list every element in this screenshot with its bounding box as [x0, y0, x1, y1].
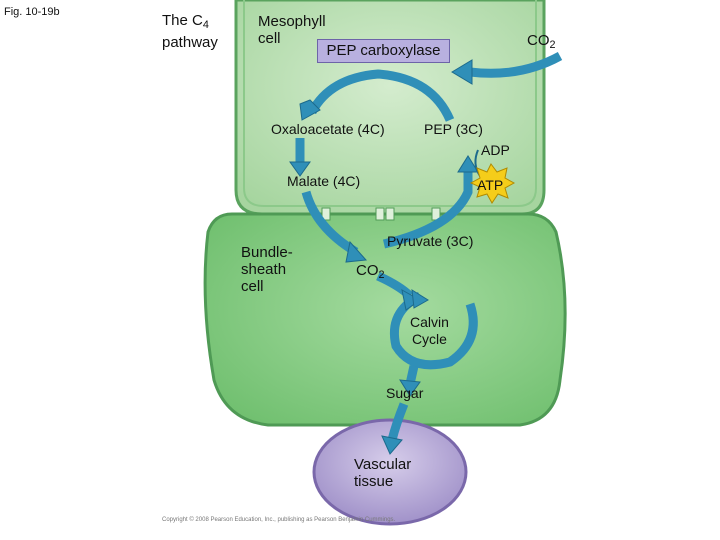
mesophyll-line2: cell [258, 30, 281, 47]
bundle-sheath-cell [203, 212, 567, 427]
pep-label: PEP (3C) [424, 121, 483, 137]
vascular-line1: Vascular [354, 456, 412, 473]
calvin-cycle-arrow [389, 291, 478, 370]
calvin-cycle-label: Calvin Cycle [410, 314, 449, 348]
arrowhead-vascular [381, 435, 403, 455]
diagram-title: The C4 pathway [162, 12, 218, 51]
pep-to-oxaloacetate-arrow [308, 69, 455, 122]
vascular-line2: tissue [354, 473, 394, 490]
arrowhead-oxaloacetate [299, 99, 321, 121]
title-subscript: 4 [202, 19, 209, 32]
adp-label: ADP [481, 142, 510, 158]
title-line1: The C [162, 12, 203, 29]
pyruvate-label: Pyruvate (3C) [387, 233, 474, 249]
atp-burst [469, 163, 516, 204]
malate-label: Malate (4C) [287, 173, 361, 189]
oxaloacetate-label: Oxaloacetate (4C) [271, 121, 385, 137]
arrowhead-pep [457, 155, 479, 173]
vascular-tissue-label: Vascular tissue [354, 456, 411, 490]
mesophyll-cell-label: Mesophyll cell [258, 13, 326, 47]
calvin-line2: Cycle [411, 331, 447, 347]
bundle-sheath-cell-label: Bundle- sheath cell [241, 244, 293, 295]
bundle-line3: cell [241, 278, 264, 295]
pep-carboxylase-enzyme: PEP carboxylase [317, 39, 450, 63]
arrowhead-calvin-cycle [411, 289, 429, 309]
mesophyll-wall [243, 0, 537, 207]
co2-top-subscript: 2 [549, 39, 556, 52]
calvin-line1: Calvin [410, 314, 449, 330]
title-line2: pathway [162, 34, 218, 52]
pyruvate-to-pep-arrow [382, 170, 473, 249]
co2-mid-subscript: 2 [378, 269, 385, 282]
bundle-line2: sheath [241, 261, 287, 278]
arrowhead-sugar [399, 379, 421, 397]
atp-label: ATP [477, 177, 504, 193]
co2-input-label: CO2 [527, 32, 556, 51]
arrowheads [289, 59, 479, 455]
co2-entry-arrow [469, 52, 563, 78]
figure-label: Fig. 10-19b [4, 6, 60, 18]
bundle-line1: Bundle- [241, 244, 293, 261]
copyright-notice: Copyright © 2008 Pearson Education, Inc.… [162, 517, 396, 523]
arrowhead-bundle [345, 240, 368, 263]
mesophyll-line1: Mesophyll [258, 13, 326, 30]
co2-release-label: CO2 [356, 262, 385, 281]
co2-top-text: CO [527, 32, 550, 49]
vascular-tissue [312, 418, 468, 526]
arrowhead-co2 [451, 59, 473, 85]
co2-mid-text: CO [356, 262, 379, 279]
sugar-to-vascular-arrow [387, 402, 409, 442]
arrowhead-calvin-entry [401, 289, 421, 311]
arrowhead-malate [289, 161, 311, 177]
malate-to-bundle-arrow [301, 190, 359, 256]
sugar-label: Sugar [386, 385, 424, 401]
